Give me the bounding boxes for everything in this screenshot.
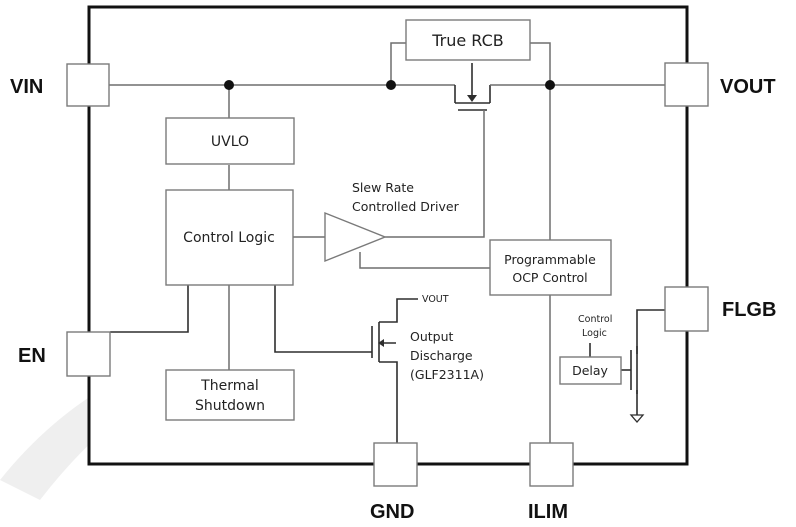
vout-small-label: VOUT [422,294,449,305]
junction-dot-vin [224,80,234,90]
pin-box-flgb [664,286,709,332]
slew-rate-label-line1: Slew Rate [352,180,414,195]
pin-label-vout: VOUT [720,76,776,98]
ctrl-small-label-line2: Logic [582,328,607,339]
control-logic-label: Control Logic [183,230,275,246]
ocp-control-block [489,239,612,296]
delay-label: Delay [572,363,608,378]
pin-box-ilim [529,442,574,487]
thermal-label-line2: Shutdown [195,398,265,414]
pin-box-vout [664,62,709,107]
control-logic-block [165,189,294,286]
slew-rate-label-line2: Controlled Driver [352,199,460,214]
pin-label-ilim: ILIM [528,501,568,523]
pin-label-vin: VIN [10,76,43,98]
pin-box-en [66,331,111,377]
delay-block [559,356,622,385]
pin-box-gnd [373,442,418,487]
thermal-shutdown-block [165,369,295,421]
uvlo-label: UVLO [211,134,249,150]
pin-label-en: EN [18,345,46,367]
true-rcb-block [405,19,531,61]
ocp-label-line1: Programmable [504,252,596,267]
uvlo-block [165,117,295,165]
wires [108,42,665,444]
pin-label-flgb: FLGB [722,299,776,321]
pin-label-gnd: GND [370,501,414,523]
slew-rate-driver-symbol [324,211,387,263]
junction-dot-vout [545,80,555,90]
junction-dot-rcb [386,80,396,90]
discharge-label-line3: (GLF2311A) [410,367,484,382]
discharge-label-line2: Discharge [410,348,473,363]
ctrl-small-label-line1: Control [578,314,612,325]
discharge-label-line1: Output [410,329,454,344]
pin-box-vin [66,63,110,107]
ocp-label-line2: OCP Control [512,270,587,285]
true-rcb-label: True RCB [431,31,504,50]
thermal-label-line1: Thermal [200,378,259,394]
